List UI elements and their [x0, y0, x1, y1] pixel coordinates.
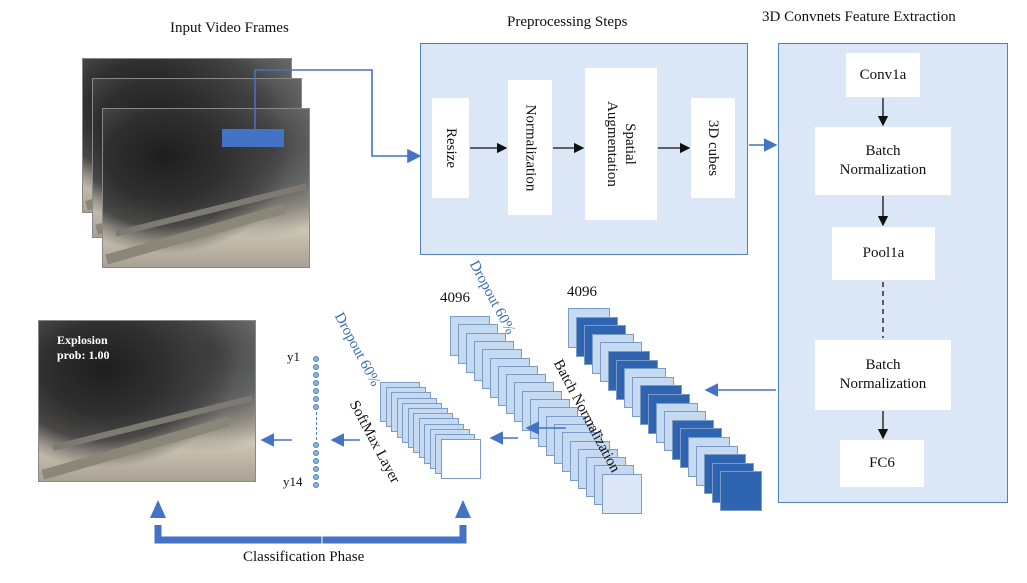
size-label-left: 4096	[440, 290, 470, 306]
bracket-arrow-left	[150, 500, 166, 518]
classification-bracket	[154, 525, 467, 544]
step-resize: Resize	[432, 98, 469, 198]
size-label-right: 4096	[567, 284, 597, 300]
input-frames-heading: Input Video Frames	[170, 20, 289, 36]
result-prob-label: Explosion prob: 1.00	[57, 333, 110, 362]
preprocessing-heading: Preprocessing Steps	[507, 14, 628, 30]
step-normalization: Normalization	[508, 80, 552, 215]
feature-extraction-heading: 3D Convnets Feature Extraction	[762, 9, 956, 25]
step-spatial-augmentation: Spatial Augmentation	[585, 68, 657, 220]
output-label-first: y1	[287, 349, 300, 364]
result-frame: Explosion prob: 1.00	[38, 320, 256, 482]
block-batch-norm-1: Batch Normalization	[815, 127, 951, 195]
block-fc6: FC6	[840, 440, 924, 487]
step-3d-cubes: 3D cubes	[691, 98, 735, 198]
block-batch-norm-2: Batch Normalization	[815, 340, 951, 410]
frames-to-preprocess-arrow	[254, 69, 422, 164]
classification-heading: Classification Phase	[243, 549, 365, 565]
bracket-arrow-right	[455, 500, 471, 518]
block-conv1a: Conv1a	[846, 53, 920, 97]
frame-highlight-patch	[222, 129, 284, 147]
output-label-last: y14	[283, 474, 303, 489]
block-pool1a: Pool1a	[832, 227, 935, 280]
